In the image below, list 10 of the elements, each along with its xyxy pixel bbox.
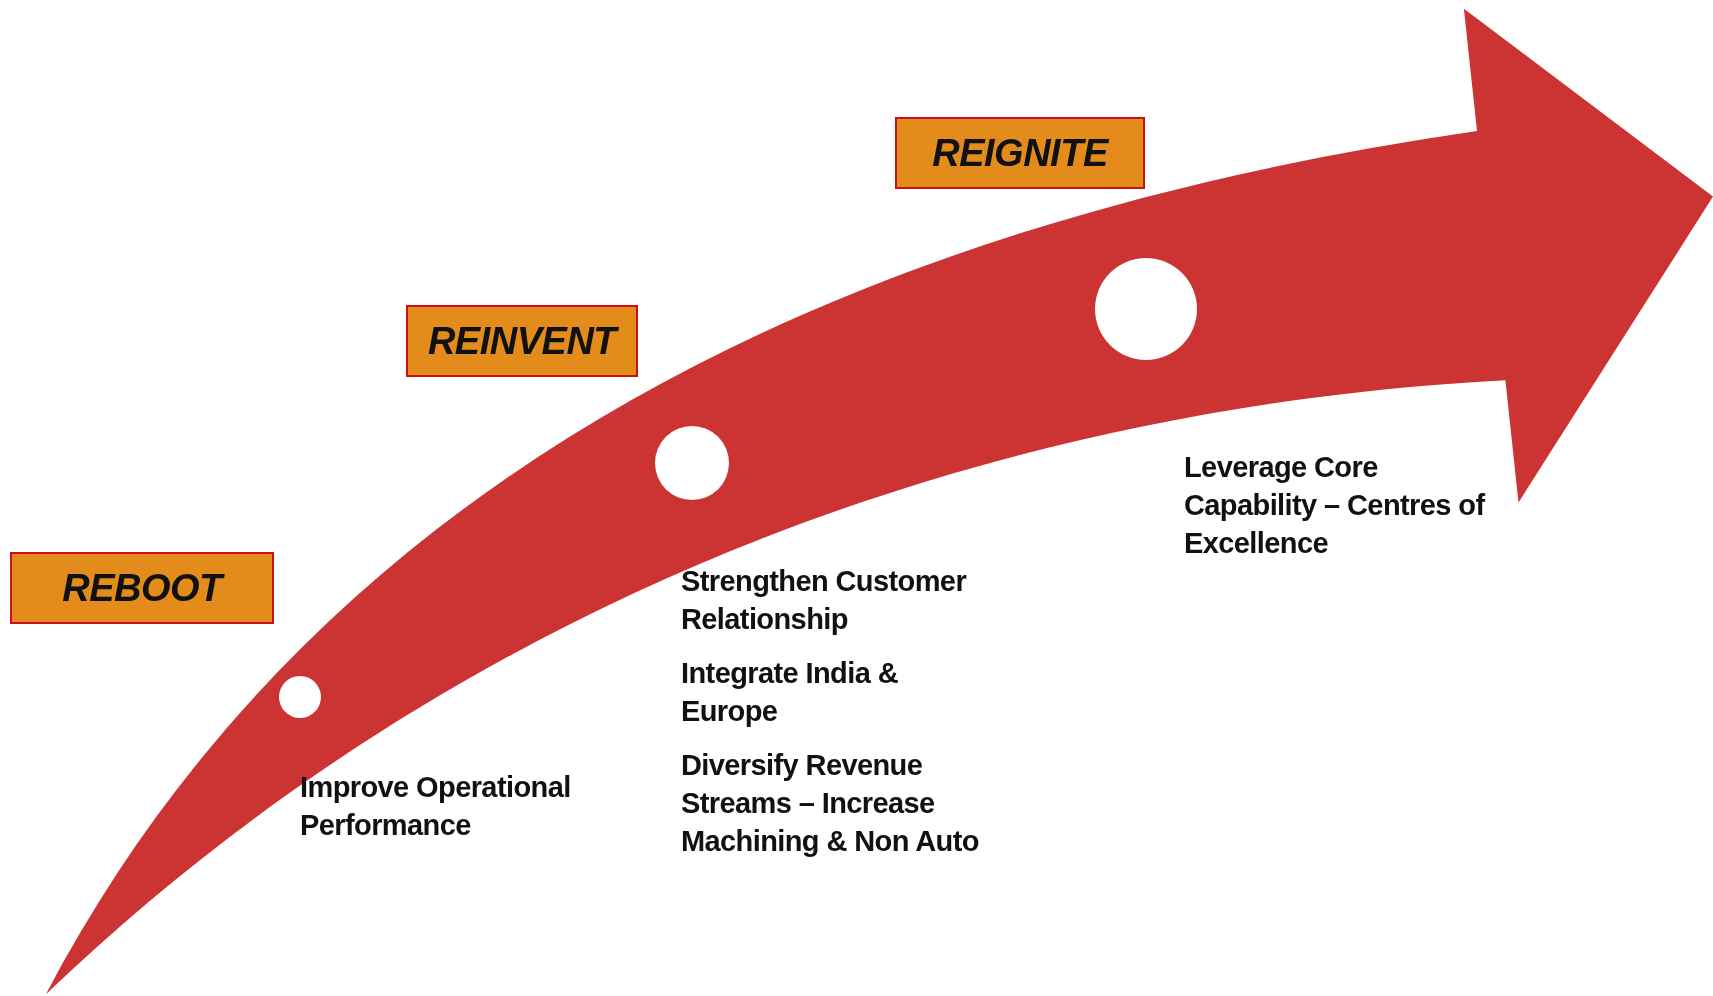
stage-box: [10, 552, 274, 624]
stage-title: REIGNITE: [932, 131, 1108, 175]
goal-text: Leverage Core Capability – Centres of Excellence: [1184, 450, 1487, 561]
stage-box: [406, 305, 638, 377]
stage-title: REINVENT: [427, 319, 617, 363]
stage-box: [895, 117, 1145, 189]
goal-text: Diversify Revenue Streams – Increase Machining & Non Auto: [681, 748, 980, 859]
goal-text: Strengthen Customer Relationship: [681, 564, 968, 637]
goal-text: Improve Operational Performance: [300, 770, 572, 843]
goal-text: Integrate India & Europe: [681, 656, 899, 729]
